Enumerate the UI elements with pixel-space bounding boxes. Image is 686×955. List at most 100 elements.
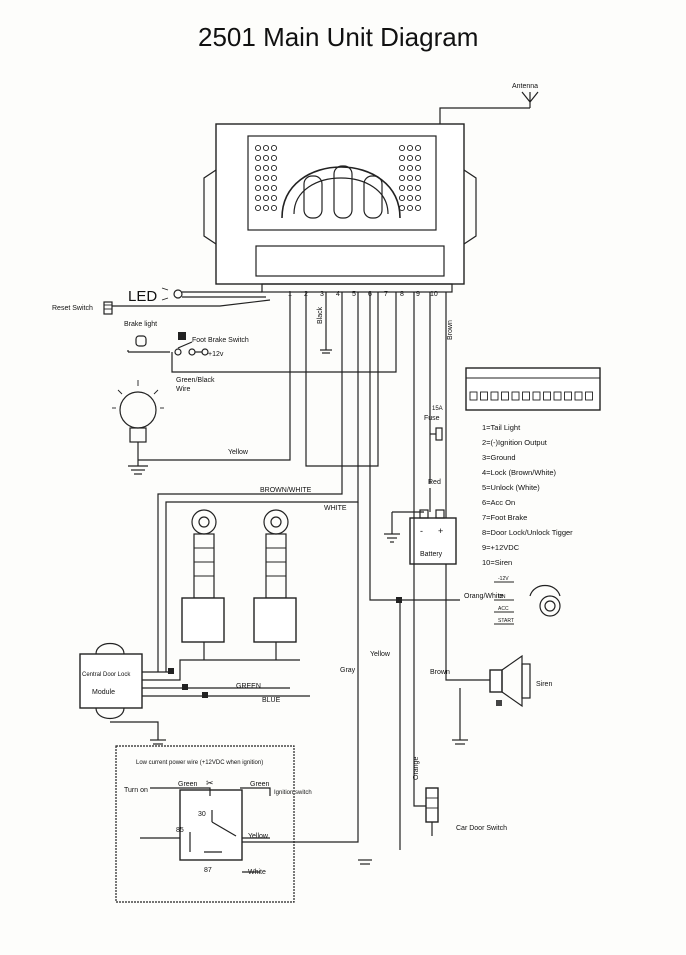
connector-block [465, 367, 601, 411]
relay-title: Low current power wire (+12VDC when igni… [136, 760, 263, 766]
battery-icon [409, 509, 457, 565]
black-wire-label: Black [317, 306, 324, 324]
connector-pin [490, 391, 499, 401]
connector-pin [511, 391, 520, 401]
yellow-wire-2-label: Yellow [370, 651, 391, 658]
led-dot [398, 174, 406, 182]
ign-start-label: START [498, 618, 514, 624]
legend-item: 1=Tail Light [482, 423, 521, 432]
battery-plus-label: + [438, 526, 443, 536]
car-door-switch-label: Car Door Switch [456, 825, 507, 832]
white-wire-label: WHITE [324, 505, 347, 512]
led-dot [262, 184, 270, 192]
connector-pin [574, 391, 583, 401]
battery-minus-label: - [420, 526, 423, 536]
legend-item: 6=Acc On [482, 498, 515, 507]
led-dot [270, 174, 278, 182]
connector-pin [522, 391, 530, 401]
yellow-wire-label: Yellow [228, 449, 249, 456]
brown-white-wire-label: BROWN/WHITE [260, 487, 312, 494]
ignition-switch-icon [494, 581, 561, 625]
page-title: 2501 Main Unit Diagram [198, 22, 478, 52]
door-lock-actuator-left [181, 509, 225, 660]
led-dot [398, 204, 406, 212]
legend-item: 9=+12VDC [482, 543, 520, 552]
ign-on-label: ON [498, 594, 506, 600]
reset-switch-icon [103, 301, 113, 315]
led-dot [398, 144, 406, 152]
led-dot [398, 194, 406, 202]
pin-number: 10 [430, 291, 438, 298]
led-dot [414, 144, 422, 152]
relay-pin87-label: 87 [204, 867, 212, 874]
connector-pin [564, 391, 572, 401]
green-black-wire-label: Wire [176, 386, 190, 393]
led-dot [270, 164, 278, 172]
legend-item: 8=Door Lock/Unlock Tigger [482, 528, 573, 537]
led-dot [414, 164, 422, 172]
siren-icon [489, 654, 531, 708]
car-door-switch-icon [425, 787, 439, 836]
connector-pin [543, 391, 551, 401]
legend-item: 2=(-)Ignition Output [482, 438, 548, 447]
led-dot [270, 194, 278, 202]
led-dot [262, 204, 270, 212]
foot-brake-switch-label: Foot Brake Switch [192, 337, 249, 344]
green-black-label: Green/Black [176, 377, 215, 384]
connector-pin [469, 391, 478, 401]
led-dot [406, 184, 414, 192]
led-label: LED [128, 288, 157, 305]
pin-number: 5 [352, 291, 356, 298]
central-door-lock-label: Central Door Lock [82, 672, 131, 678]
led-dot [406, 164, 414, 172]
ign-acc-label: ACC [498, 606, 509, 612]
pin-number: 9 [416, 291, 420, 298]
legend-item: 4=Lock (Brown/White) [482, 468, 556, 477]
relay-yellow-label: Yellow [248, 833, 269, 840]
led-dot [414, 204, 422, 212]
central-door-lock-module-label: Module [92, 689, 115, 696]
led-dot [254, 184, 262, 192]
led-dot [398, 184, 406, 192]
central-door-lock-module [79, 642, 166, 745]
brown-wire-label: Brown [447, 320, 454, 340]
led-dot [254, 204, 262, 212]
red-wire-label: Red [428, 479, 441, 486]
antenna-icon [439, 91, 539, 124]
connector-pin [585, 391, 593, 401]
led-dot [270, 184, 278, 192]
led-dot [262, 174, 270, 182]
siren-label: Siren [536, 681, 552, 688]
led-dot [254, 154, 262, 162]
relay-green-left-label: Green [178, 781, 198, 788]
green-wire-label: GREEN [236, 683, 261, 690]
pin-number: 4 [336, 291, 340, 298]
led-dot [254, 194, 262, 202]
led-dot [414, 154, 422, 162]
connector-pin [532, 391, 541, 401]
blue-wire-label: BLUE [262, 697, 281, 704]
fuse-icon [430, 427, 443, 441]
plus12v-label: +12v [208, 351, 224, 358]
legend-item: 3=Ground [482, 453, 516, 462]
led-dot [270, 204, 278, 212]
led-dot [254, 144, 262, 152]
scissors-icon: ✂ [206, 778, 214, 788]
led-dot [406, 144, 414, 152]
brake-light-label: Brake light [124, 321, 157, 328]
led-dot [406, 204, 414, 212]
reset-switch-label: Reset Switch [52, 305, 93, 312]
pin-number: 3 [320, 291, 324, 298]
led-dot [262, 144, 270, 152]
relay-ignition-switch-label: Ignition switch [274, 790, 312, 796]
pin-number: 7 [384, 291, 388, 298]
orange-wire-label: Orange [413, 757, 420, 780]
relay-turn-on-label: Turn on [124, 787, 148, 794]
led-dot [414, 184, 422, 192]
pin-legend: 1=Tail Light 2=(-)Ignition Output 3=Ground… [482, 423, 573, 567]
fuse-label: Fuse [424, 415, 440, 422]
fuse-rating-label: 15A [432, 406, 443, 412]
antenna-label: Antenna [512, 83, 538, 90]
